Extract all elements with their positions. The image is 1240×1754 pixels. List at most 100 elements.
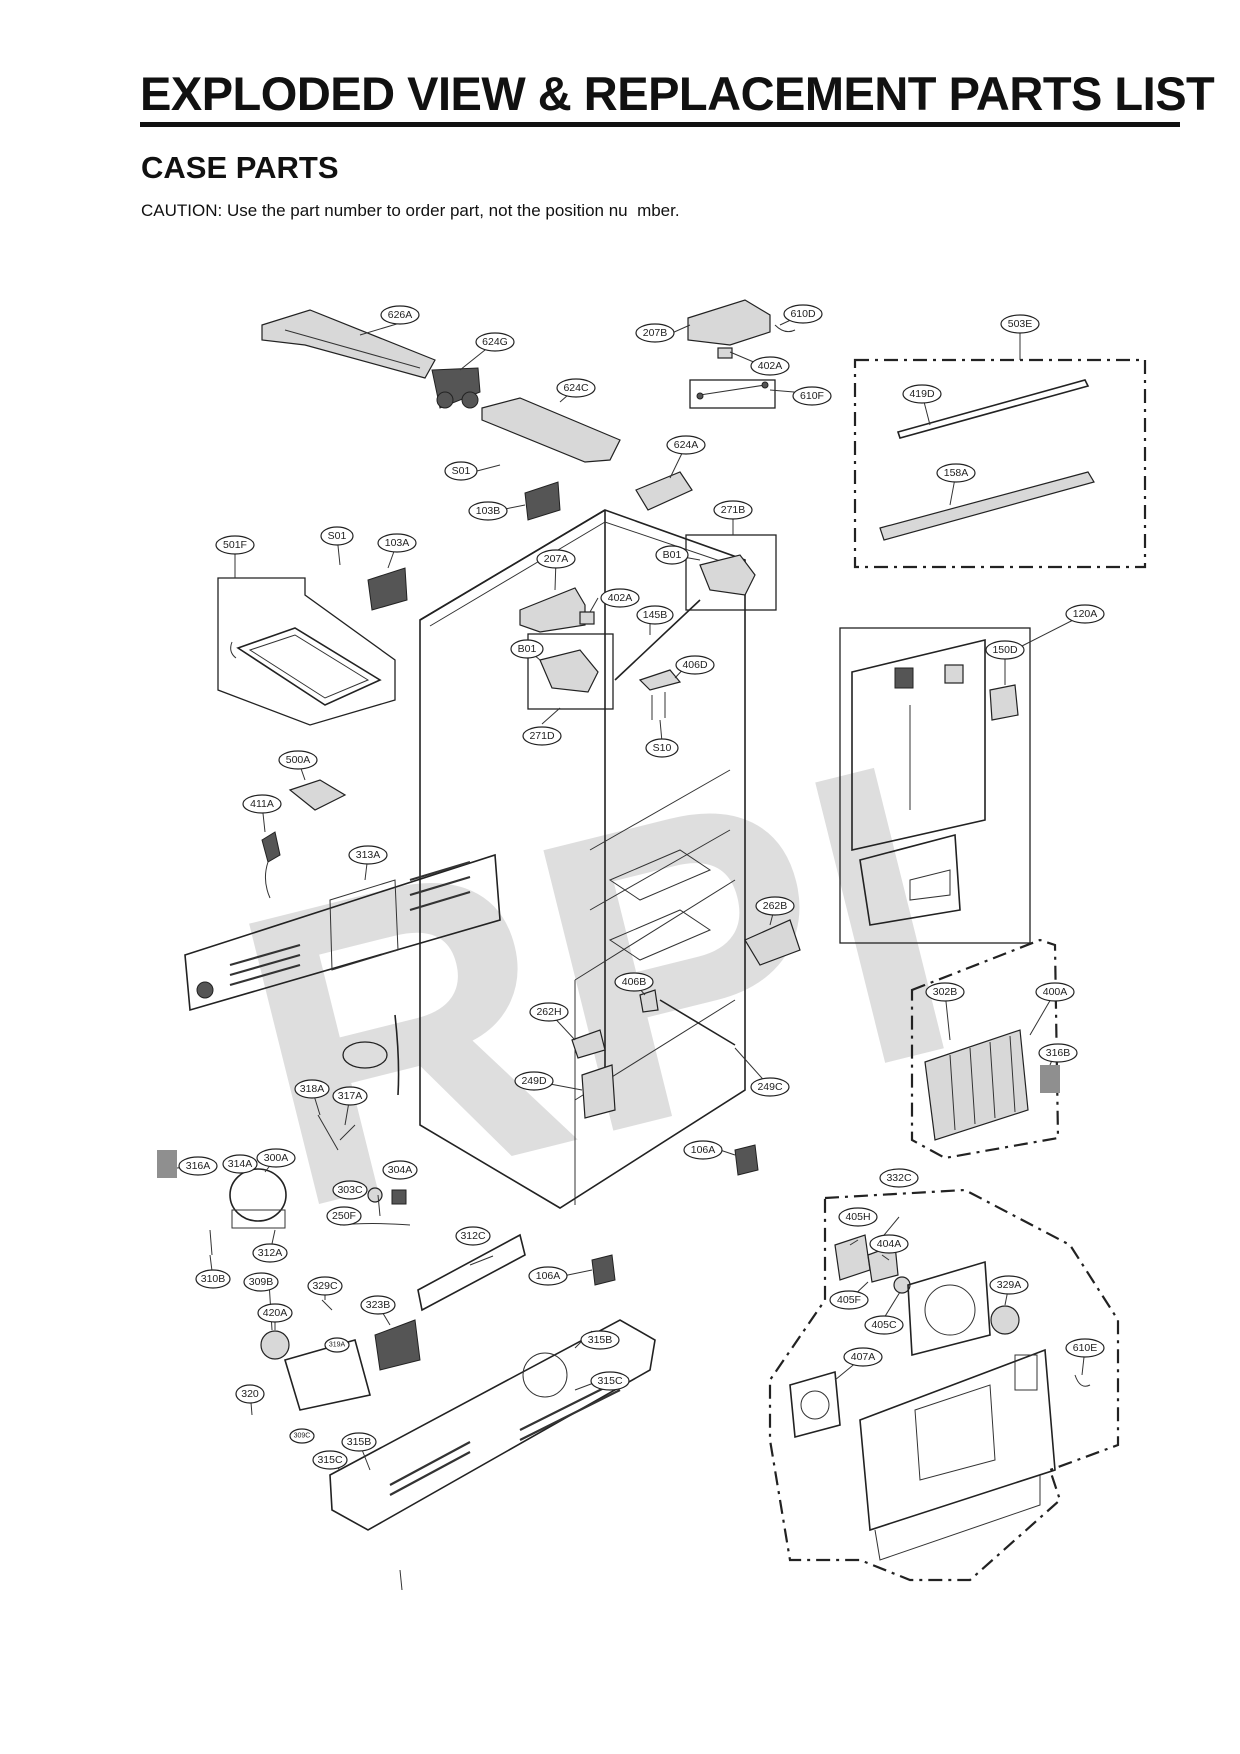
svg-text:262B: 262B [763, 900, 788, 912]
callout-610e: 610E [1065, 1338, 1105, 1358]
part-402a-mid [579, 611, 595, 625]
svg-text:624G: 624G [482, 336, 508, 348]
svg-text:318A: 318A [300, 1083, 325, 1095]
callout-314a: 314A [222, 1154, 258, 1174]
part-313a [184, 853, 501, 1012]
svg-text:304A: 304A [388, 1164, 413, 1176]
callout-320: 320 [235, 1384, 265, 1404]
svg-text:624C: 624C [563, 382, 589, 394]
svg-text:313A: 313A [356, 849, 381, 861]
svg-text:404A: 404A [877, 1238, 902, 1250]
part-626a [261, 309, 436, 379]
svg-text:332C: 332C [886, 1172, 912, 1184]
part-624g [431, 367, 481, 409]
callout-150d: 150D [985, 640, 1025, 660]
callout-106a-left: 106A [528, 1266, 568, 1286]
part-610e [1074, 1374, 1091, 1387]
svg-text:B01: B01 [518, 643, 537, 655]
callout-500a: 500A [278, 750, 318, 770]
part-262h [571, 1029, 606, 1059]
part-103b [524, 481, 561, 521]
part-610d [774, 324, 796, 333]
part-300a [229, 1168, 287, 1229]
callout-624g: 624G [475, 332, 515, 352]
callout-406b: 406B [614, 972, 654, 992]
svg-text:312A: 312A [258, 1247, 283, 1259]
svg-text:103A: 103A [385, 537, 410, 549]
callout-300a: 300A [256, 1148, 296, 1168]
group-outline-610f [689, 379, 776, 409]
part-315-base [329, 1319, 656, 1591]
group-outline-332c [768, 1188, 1120, 1582]
part-103a [367, 567, 408, 611]
callout-106a-right: 106A [683, 1140, 723, 1160]
part-500a [288, 779, 347, 811]
callout-313a: 313A [348, 845, 388, 865]
part-402a-top [717, 347, 733, 359]
part-329a [990, 1305, 1020, 1335]
svg-text:315C: 315C [317, 1454, 343, 1466]
svg-text:319A: 319A [329, 1342, 346, 1349]
part-145b [614, 599, 701, 681]
part-150d [989, 684, 1019, 721]
callout-262h: 262H [529, 1002, 569, 1022]
caution-note: CAUTION: Use the part number to order pa… [141, 201, 680, 220]
part-303c [367, 1187, 383, 1203]
callout-s01-left: S01 [320, 526, 354, 546]
svg-text:315C: 315C [597, 1375, 623, 1387]
callout-610d: 610D [783, 304, 823, 324]
part-106a-left [591, 1254, 616, 1286]
callout-332c: 332C [879, 1168, 919, 1188]
svg-text:624A: 624A [674, 439, 699, 451]
callout-207b: 207B [635, 323, 675, 343]
part-501f [230, 627, 382, 706]
svg-text:316B: 316B [1046, 1047, 1071, 1059]
watermark-text: RPI [200, 674, 993, 1298]
svg-text:106A: 106A [536, 1270, 561, 1282]
part-106a-right [734, 1144, 759, 1176]
page-title: EXPLODED VIEW & REPLACEMENT PARTS LIST [140, 67, 1215, 120]
svg-text:626A: 626A [388, 309, 413, 321]
part-262b [744, 919, 801, 966]
part-fan-shroud [907, 1260, 991, 1357]
callout-304a: 304A [382, 1160, 418, 1180]
part-411a [261, 831, 281, 899]
callout-b01-left: B01 [510, 639, 544, 659]
shade-swatch-316b [1040, 1065, 1060, 1093]
svg-text:405C: 405C [871, 1319, 897, 1331]
callout-624a: 624A [666, 435, 706, 455]
svg-text:120A: 120A [1073, 608, 1098, 620]
callout-610f: 610F [792, 386, 832, 406]
part-207a [519, 587, 586, 633]
svg-text:610F: 610F [800, 390, 824, 402]
svg-text:320: 320 [241, 1388, 259, 1400]
part-318a [317, 1114, 339, 1151]
callout-316a: 316A [178, 1156, 218, 1176]
group-outline-400a [910, 938, 1060, 1160]
callout-318a: 318A [294, 1079, 330, 1099]
callout-329a: 329A [989, 1275, 1029, 1295]
svg-text:302B: 302B [933, 986, 958, 998]
svg-text:207A: 207A [544, 553, 569, 565]
callout-309b: 309B [243, 1272, 279, 1292]
callout-103b: 103B [468, 501, 508, 521]
callout-323b: 323B [360, 1295, 396, 1315]
callout-145b: 145B [636, 605, 674, 625]
part-329c [321, 1299, 333, 1311]
svg-text:411A: 411A [250, 798, 274, 810]
part-407a [789, 1370, 841, 1439]
svg-text:406D: 406D [682, 659, 708, 671]
group-outline-120a [839, 627, 1031, 944]
svg-text:610E: 610E [1073, 1342, 1098, 1354]
callout-303c: 303C [332, 1180, 368, 1200]
callout-309c: 309C [289, 1428, 315, 1444]
part-249c [659, 999, 736, 1046]
svg-text:207B: 207B [643, 327, 668, 339]
part-610f [696, 381, 769, 400]
shade-swatch-316a [157, 1150, 177, 1178]
title-rule [140, 122, 1180, 127]
svg-text:405F: 405F [837, 1294, 861, 1306]
callout-419d: 419D [902, 384, 942, 404]
callout-271d: 271D [522, 726, 562, 746]
